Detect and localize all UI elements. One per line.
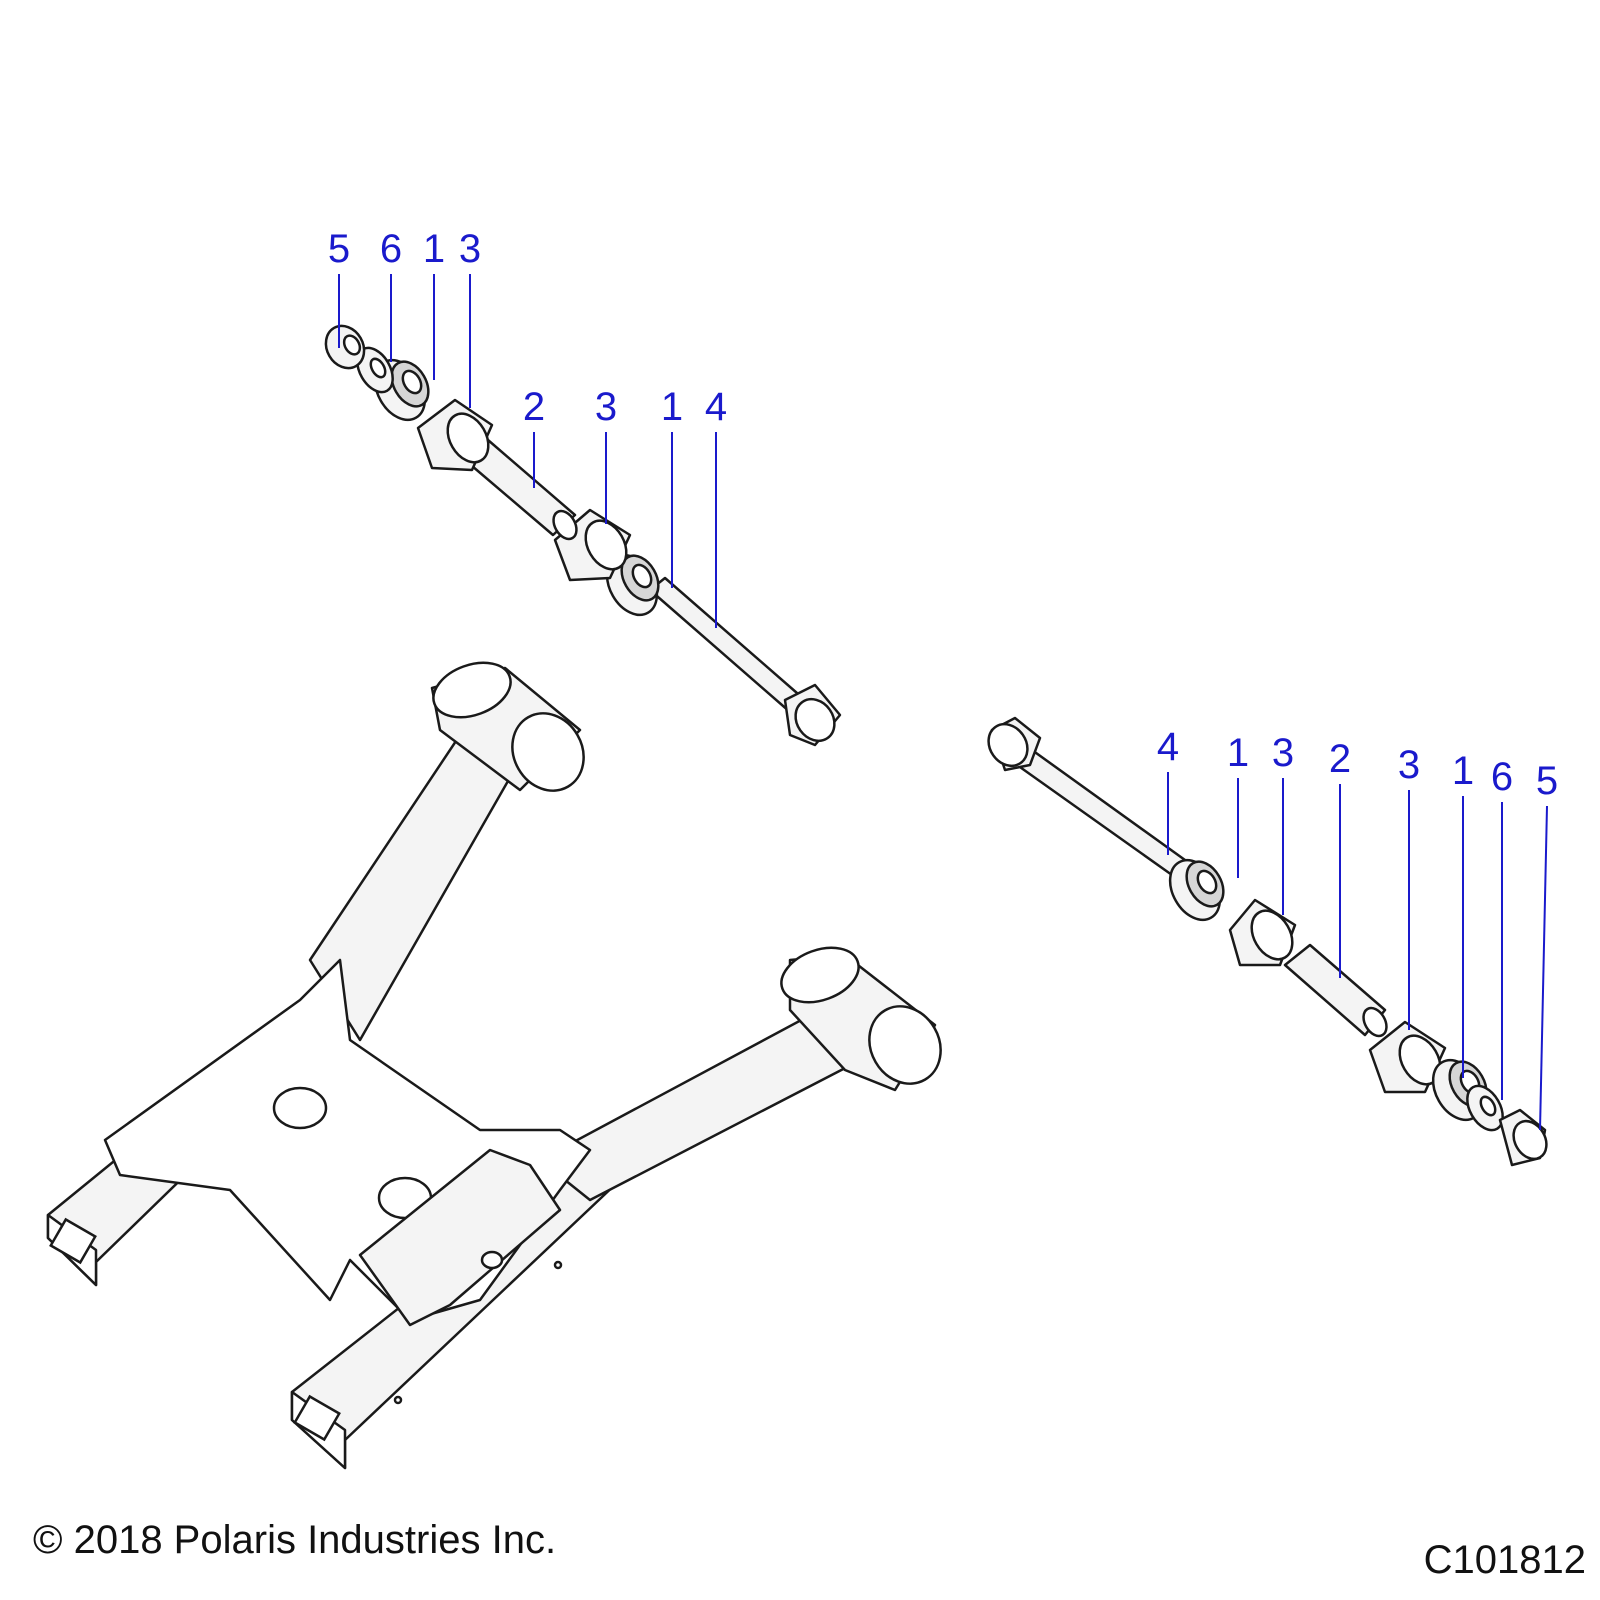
leader-line bbox=[1539, 805, 1548, 1131]
callout-5: 5 bbox=[328, 227, 350, 271]
a-arm bbox=[46, 661, 942, 1470]
callout-4: 4 bbox=[705, 385, 727, 429]
bolt-upper bbox=[648, 576, 842, 747]
bolt-right bbox=[987, 716, 1187, 877]
right-hardware-stack bbox=[987, 716, 1548, 1167]
callout-6: 6 bbox=[380, 227, 402, 271]
callout-1: 1 bbox=[1452, 749, 1474, 793]
callout-2: 2 bbox=[1329, 737, 1351, 781]
callout-3: 3 bbox=[1398, 743, 1420, 787]
callout-3: 3 bbox=[595, 385, 617, 429]
callout-3: 3 bbox=[1272, 731, 1294, 775]
callout-1: 1 bbox=[423, 227, 445, 271]
callouts: 5 6 1 3 2 3 1 4 4 1 3 2 3 1 6 5 bbox=[328, 227, 1558, 1131]
callout-1: 1 bbox=[661, 385, 683, 429]
callout-5: 5 bbox=[1536, 759, 1558, 803]
callout-3: 3 bbox=[459, 227, 481, 271]
figure-id: C101812 bbox=[1423, 1538, 1586, 1582]
callout-2: 2 bbox=[523, 385, 545, 429]
callout-1: 1 bbox=[1227, 731, 1249, 775]
copyright-notice: © 2018 Polaris Industries Inc. bbox=[33, 1518, 557, 1562]
callout-4: 4 bbox=[1157, 725, 1179, 769]
callout-6: 6 bbox=[1491, 755, 1513, 799]
upper-hardware-stack bbox=[324, 324, 842, 747]
